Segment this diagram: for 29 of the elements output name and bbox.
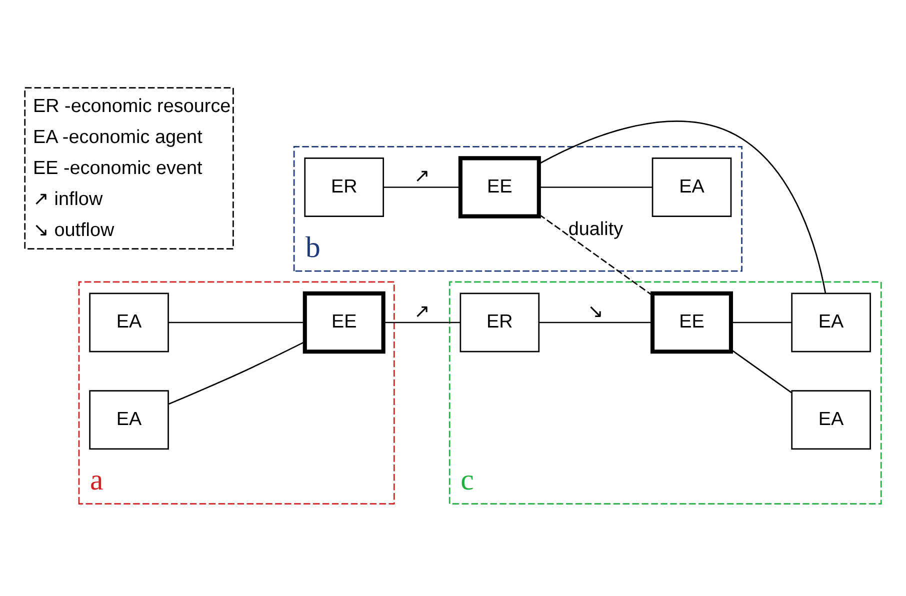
node-box: EA (89, 292, 169, 352)
connector (539, 186, 652, 188)
edge-label: ↗ (414, 166, 430, 187)
legend-label: ↘ outflow (32, 220, 114, 241)
node-box: EA (791, 292, 871, 352)
connector (538, 214, 653, 296)
edge-label: duality (568, 218, 624, 240)
edge-label: ↘ (588, 300, 604, 322)
connector (168, 340, 305, 404)
connector (384, 186, 460, 188)
connector (731, 321, 792, 323)
node-box: ER (460, 292, 540, 352)
connector (384, 321, 460, 323)
node-box: ER (304, 156, 384, 216)
node-box: EA (791, 390, 871, 450)
connector (168, 321, 305, 323)
connector (539, 321, 652, 323)
node-box: EE (302, 290, 386, 354)
legend-label: EE -economic event (32, 157, 202, 178)
connector (538, 120, 826, 293)
edge-label: ↗ (414, 300, 430, 322)
connector (730, 348, 792, 393)
node-box: EA (89, 390, 169, 450)
legend-label: EA -economic agent (32, 126, 202, 148)
node-box: EE (458, 156, 541, 218)
node-box: EE (650, 290, 733, 354)
legend-label: ER -economic resource (32, 95, 231, 116)
legend-label: ↗ inflow (32, 188, 103, 210)
node-box: EA (652, 156, 732, 216)
